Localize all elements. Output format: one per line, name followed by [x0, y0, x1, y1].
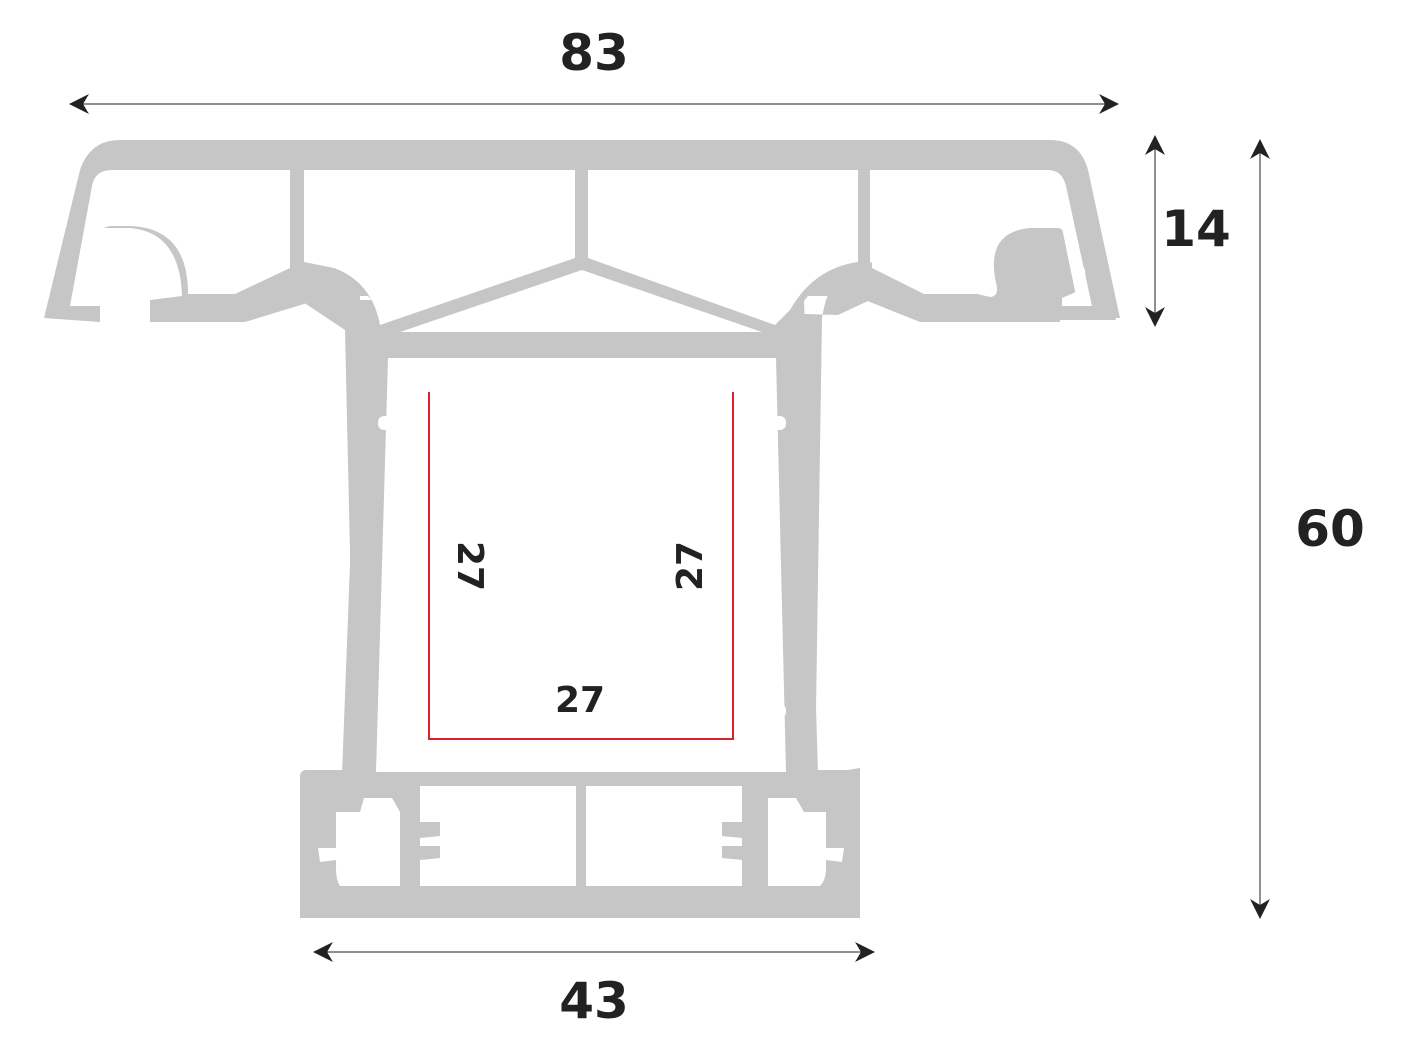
top-left-hole-round	[88, 250, 160, 300]
main-channel	[376, 358, 786, 772]
top-middle-left-chamber	[304, 170, 575, 325]
left-wall	[342, 300, 386, 775]
dimension-lines	[69, 94, 1270, 962]
top-right-outer-chamber	[872, 170, 1092, 306]
label-bottom-width: 43	[559, 972, 629, 1030]
left-notch-lower	[378, 704, 408, 718]
top-left-outer-chamber	[70, 170, 290, 306]
right-wall	[778, 300, 818, 775]
profile-cavities	[70, 170, 1092, 886]
bottom-right-chamber	[586, 786, 742, 886]
label-top-height: 14	[1161, 200, 1231, 258]
label-top-width: 83	[559, 24, 629, 82]
label-inner-bottom: 27	[555, 680, 605, 721]
top-center-triangle	[400, 270, 762, 332]
top-middle-right-chamber	[588, 170, 858, 325]
right-notch-lower	[756, 704, 786, 718]
label-inner-left: 27	[449, 541, 490, 591]
bottom-left-chamber	[420, 786, 576, 886]
bottom-right-gap	[768, 798, 844, 886]
left-notch-upper	[378, 416, 408, 430]
bottom-left-gap	[318, 798, 400, 886]
right-notch-upper	[756, 416, 786, 430]
label-inner-right: 27	[670, 541, 711, 591]
label-total-height: 60	[1295, 500, 1365, 558]
inner-measure-line	[428, 392, 734, 740]
